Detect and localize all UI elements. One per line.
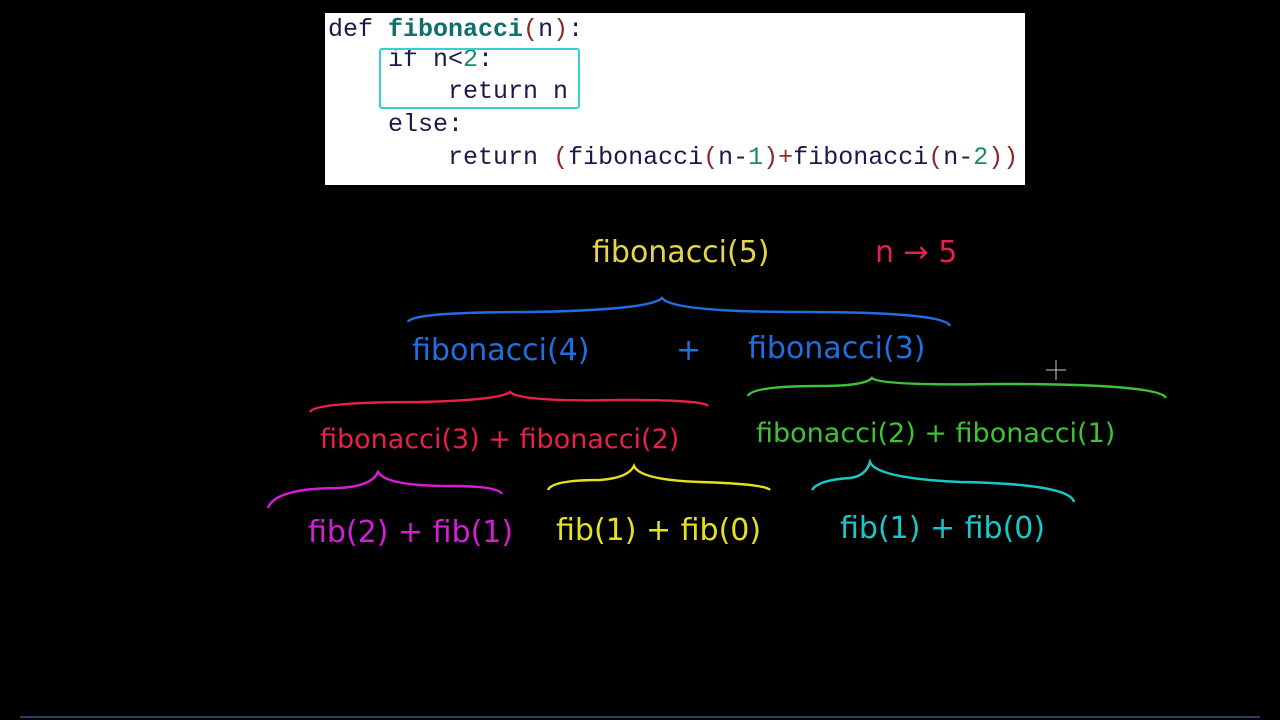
- number: 1: [748, 143, 764, 172]
- paren: (: [523, 15, 539, 44]
- paren: (: [553, 143, 569, 172]
- code-line-else: else:: [328, 110, 463, 140]
- code-panel: def fibonacci(n): if n<2: return n else:…: [325, 13, 1025, 185]
- call: fibonacci: [568, 143, 704, 172]
- code-text: return n: [448, 77, 569, 106]
- level3-c-calls: fib(1) + fib(0): [840, 511, 1045, 546]
- root-call: fibonacci(5): [592, 235, 770, 270]
- level2-left-calls: fibonacci(3) + fibonacci(2): [320, 424, 679, 455]
- code-text: else:: [388, 110, 464, 139]
- code-line-return-recursive: return (fibonacci(n-1)+fibonacci(n-2)): [328, 143, 1018, 173]
- code-line-def: def fibonacci(n):: [328, 15, 583, 45]
- brace-level1: [406, 296, 952, 327]
- operator: +: [778, 143, 794, 172]
- arg: n-: [943, 143, 974, 172]
- base-case-highlight: [379, 48, 580, 109]
- call: fibonacci: [793, 143, 929, 172]
- keyword: return: [448, 143, 554, 172]
- plus-sign: +: [676, 333, 701, 368]
- call-fib3: fibonacci(3): [748, 331, 926, 366]
- call-fib4: fibonacci(4): [412, 333, 590, 368]
- number: 2: [463, 45, 479, 74]
- brace-level3-c: [810, 458, 1076, 503]
- arg: n-: [718, 143, 749, 172]
- paren: ): [763, 143, 779, 172]
- param: n: [538, 15, 554, 44]
- brace-level2-right: [746, 376, 1168, 399]
- paren: ): [553, 15, 569, 44]
- video-progress-bar[interactable]: [20, 716, 1260, 718]
- brace-level2-left: [308, 390, 710, 413]
- level3-a-calls: fib(2) + fib(1): [308, 515, 513, 550]
- function-name: fibonacci: [388, 15, 524, 44]
- colon: :: [568, 15, 584, 44]
- brace-level3-a: [266, 469, 504, 509]
- code-line-if: if n<2:: [328, 45, 493, 75]
- n-note: n → 5: [875, 235, 957, 270]
- brace-level3-b: [546, 463, 771, 492]
- colon: :: [478, 45, 494, 74]
- cursor-crosshair-icon: [1046, 360, 1066, 380]
- keyword: def: [328, 15, 389, 44]
- paren: (: [928, 143, 944, 172]
- paren: (: [703, 143, 719, 172]
- level2-right-calls: fibonacci(2) + fibonacci(1): [756, 418, 1115, 449]
- code-line-return-n: return n: [328, 77, 568, 107]
- paren: )): [988, 143, 1019, 172]
- level3-b-calls: fib(1) + fib(0): [556, 513, 761, 548]
- number: 2: [973, 143, 989, 172]
